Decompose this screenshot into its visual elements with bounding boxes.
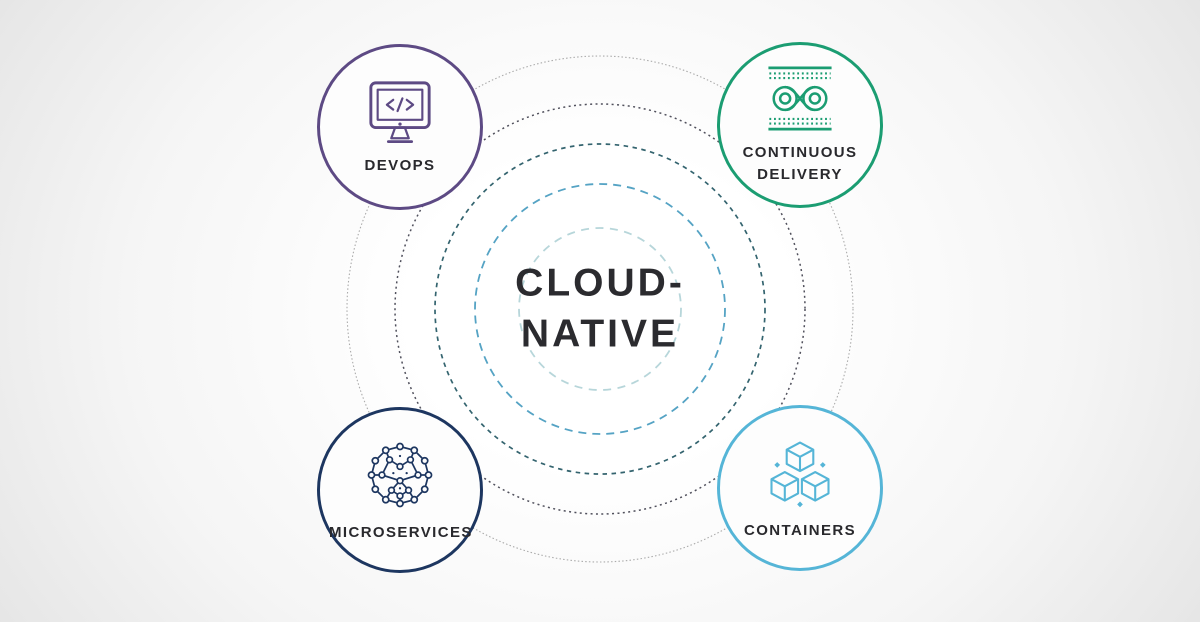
badge-microservices-label: MICROSERVICES bbox=[329, 523, 473, 541]
code-monitor-icon bbox=[369, 81, 431, 143]
badge-continuous-delivery-label: CONTINUOUS DELIVERY bbox=[742, 144, 858, 183]
ring-3-icon bbox=[434, 143, 766, 475]
ring-4-icon bbox=[474, 183, 726, 435]
badge-containers: CONTAINERS bbox=[717, 405, 883, 571]
infinity-pipeline-icon bbox=[768, 66, 832, 131]
badge-microservices: MICROSERVICES bbox=[317, 407, 483, 573]
node-mesh-sphere-icon bbox=[367, 442, 433, 508]
ring-2-icon bbox=[394, 103, 806, 515]
badge-devops: DEVOPS bbox=[317, 44, 483, 210]
ring-outer-icon bbox=[346, 55, 854, 563]
center-title-line1: CLOUD- bbox=[515, 261, 685, 305]
badge-continuous-delivery: CONTINUOUS DELIVERY bbox=[717, 42, 883, 208]
center-title-line2: NATIVE bbox=[520, 312, 680, 355]
center-title: CLOUD- NATIVE bbox=[515, 258, 685, 359]
badge-containers-label: CONTAINERS bbox=[743, 521, 857, 539]
ring-inner-icon bbox=[518, 227, 682, 391]
badge-devops-label: DEVOPS bbox=[364, 156, 436, 174]
isometric-cubes-icon bbox=[770, 441, 830, 507]
